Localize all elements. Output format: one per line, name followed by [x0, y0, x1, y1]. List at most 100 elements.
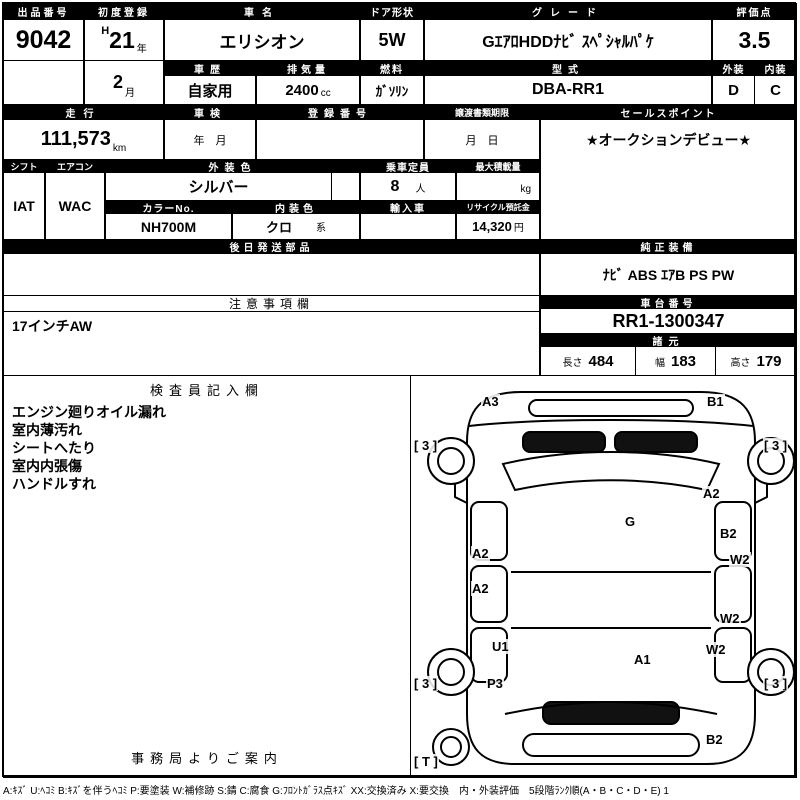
- oem-equipment-header: 純正装備: [540, 239, 797, 254]
- tire-tread-marker: [ 3 ]: [413, 438, 439, 453]
- tire-tread-marker: [ 3 ]: [763, 676, 789, 691]
- later-parts-value: [3, 253, 540, 296]
- car-name-header: 車名: [164, 3, 360, 20]
- recycle-deposit-header: リサイクル預託金: [456, 200, 540, 214]
- recycle-unit: 円: [513, 223, 524, 234]
- damage-diagram-panel: A3 B1 [ 3 ] [ 3 ] A2 G B2 W2 A2 A2 W2 U1…: [410, 375, 797, 778]
- damage-marker: U1: [491, 639, 510, 654]
- score-header: 評価点: [712, 3, 797, 20]
- model-code-header: 型式: [424, 60, 712, 76]
- damage-marker: A1: [633, 652, 652, 667]
- damage-marker: P3: [486, 676, 504, 691]
- displacement-number: 2400: [285, 81, 319, 99]
- damage-marker: B2: [705, 732, 724, 747]
- caution-value: 17インチAW: [3, 311, 540, 376]
- sales-point-header: セールスポイント: [540, 104, 797, 120]
- mileage-unit: km: [112, 143, 127, 154]
- capacity-value: 8 人: [360, 172, 456, 201]
- dimensions-header: 諸元: [540, 333, 797, 347]
- era-year: 21: [109, 26, 135, 53]
- damage-marker: B1: [706, 394, 725, 409]
- length-label: 長さ: [562, 357, 583, 369]
- color-no-value: NH700M: [105, 213, 232, 240]
- mileage-value: 111,573 km: [3, 119, 164, 160]
- mileage-header: 走行: [3, 104, 164, 120]
- import-car-header: 輸入車: [360, 200, 456, 214]
- interior-color-header: 内装色: [232, 200, 360, 214]
- width-cell: 幅 183: [635, 346, 716, 376]
- later-parts-header: 後日発送部品: [3, 239, 540, 254]
- sales-point-value: ★オークションデビュー★: [540, 119, 797, 240]
- interior-color-suffix: 系: [316, 223, 326, 234]
- aircon-header: エアコン: [45, 159, 105, 173]
- car-name-value: エリシオン: [164, 19, 360, 61]
- first-registration-month: 2 月: [84, 60, 164, 105]
- grade-value: GｴｱﾛHDDﾅﾋﾞ ｽﾍﾟｼｬﾙﾊﾟｹ: [424, 19, 712, 61]
- damage-marker: A2: [702, 486, 721, 501]
- displacement-unit: cc: [320, 88, 331, 99]
- score-value: 3.5: [712, 19, 797, 61]
- exterior-color-code-cell: [331, 172, 360, 201]
- month-suffix: 月: [125, 88, 135, 99]
- inspector-panel-title: 検査員記入欄: [149, 383, 264, 398]
- displacement-header: 排気量: [256, 60, 360, 76]
- capacity-unit: 人: [415, 184, 426, 195]
- tire-tread-marker: [ 3 ]: [763, 438, 789, 453]
- recycle-deposit-value: 14,320 円: [456, 213, 540, 240]
- tire-tread-marker: [ 3 ]: [413, 676, 439, 691]
- history-header: 車歴: [164, 60, 256, 76]
- first-registration-year: H 21 年: [84, 19, 164, 61]
- capacity-header: 乗車定員: [360, 159, 456, 173]
- registration-number-header: 登録番号: [256, 104, 424, 120]
- length-value: 484: [588, 352, 614, 370]
- max-load-value: kg: [456, 172, 540, 201]
- inspector-notes: エンジン廻りオイル漏れ 室内薄汚れ シートへたり 室内内張傷 ハンドルすれ: [4, 399, 410, 497]
- exterior-color-value: シルバー: [105, 172, 332, 201]
- fuel-header: 燃料: [360, 60, 424, 76]
- interior-color-value: クロ 系: [232, 213, 360, 240]
- damage-marker: A2: [471, 581, 490, 596]
- door-shape-header: ドア形状: [360, 3, 424, 20]
- spare-tire-marker: [ T ]: [413, 754, 439, 769]
- shift-header: シフト: [3, 159, 45, 173]
- car-top-view-diagram: [427, 391, 795, 766]
- inspector-note: ハンドルすれ: [12, 476, 96, 492]
- registration-number-value: [256, 119, 424, 160]
- model-code-value: DBA-RR1: [424, 75, 712, 105]
- displacement-value: 2400 cc: [256, 75, 360, 105]
- damage-marker: B2: [719, 526, 738, 541]
- inspector-note: 室内内張傷: [12, 458, 82, 474]
- damage-marker: A2: [471, 546, 490, 561]
- fuel-value: ｶﾞｿﾘﾝ: [360, 75, 424, 105]
- shaken-value: 年 月: [164, 119, 256, 160]
- max-load-unit: kg: [520, 184, 531, 195]
- width-value: 183: [670, 352, 697, 370]
- history-value: 自家用: [164, 75, 256, 105]
- interior-grade-header: 内装: [754, 60, 797, 76]
- mileage-number: 111,573: [40, 128, 111, 150]
- interior-grade-value: C: [754, 75, 797, 105]
- interior-color-name: クロ: [265, 220, 292, 235]
- recycle-number: 14,320: [472, 219, 512, 234]
- transfer-deadline-header: 譲渡書類期限: [424, 104, 540, 120]
- exterior-color-header: 外装色: [105, 159, 360, 173]
- first-registration-header: 初度登録: [84, 3, 164, 20]
- import-car-value: [360, 213, 456, 240]
- lot-number-header: 出品番号: [3, 3, 84, 20]
- chassis-number-header: 車台番号: [540, 295, 797, 309]
- shaken-header: 車検: [164, 104, 256, 120]
- office-notice-title: 事務局よりご案内: [131, 751, 283, 766]
- damage-marker: W2: [705, 642, 727, 657]
- damage-marker: W2: [719, 611, 741, 626]
- aircon-value: WAC: [45, 172, 105, 240]
- door-shape-value: 5W: [360, 19, 424, 61]
- month-value: 2: [112, 72, 123, 92]
- era-letter: H: [101, 25, 110, 37]
- length-cell: 長さ 484: [540, 346, 636, 376]
- damage-marker: W2: [729, 552, 751, 567]
- height-value: 179: [756, 352, 782, 370]
- grade-header: グレード: [424, 3, 712, 20]
- lot-empty-cell: [3, 60, 84, 105]
- inspector-note: シートへたり: [12, 440, 96, 456]
